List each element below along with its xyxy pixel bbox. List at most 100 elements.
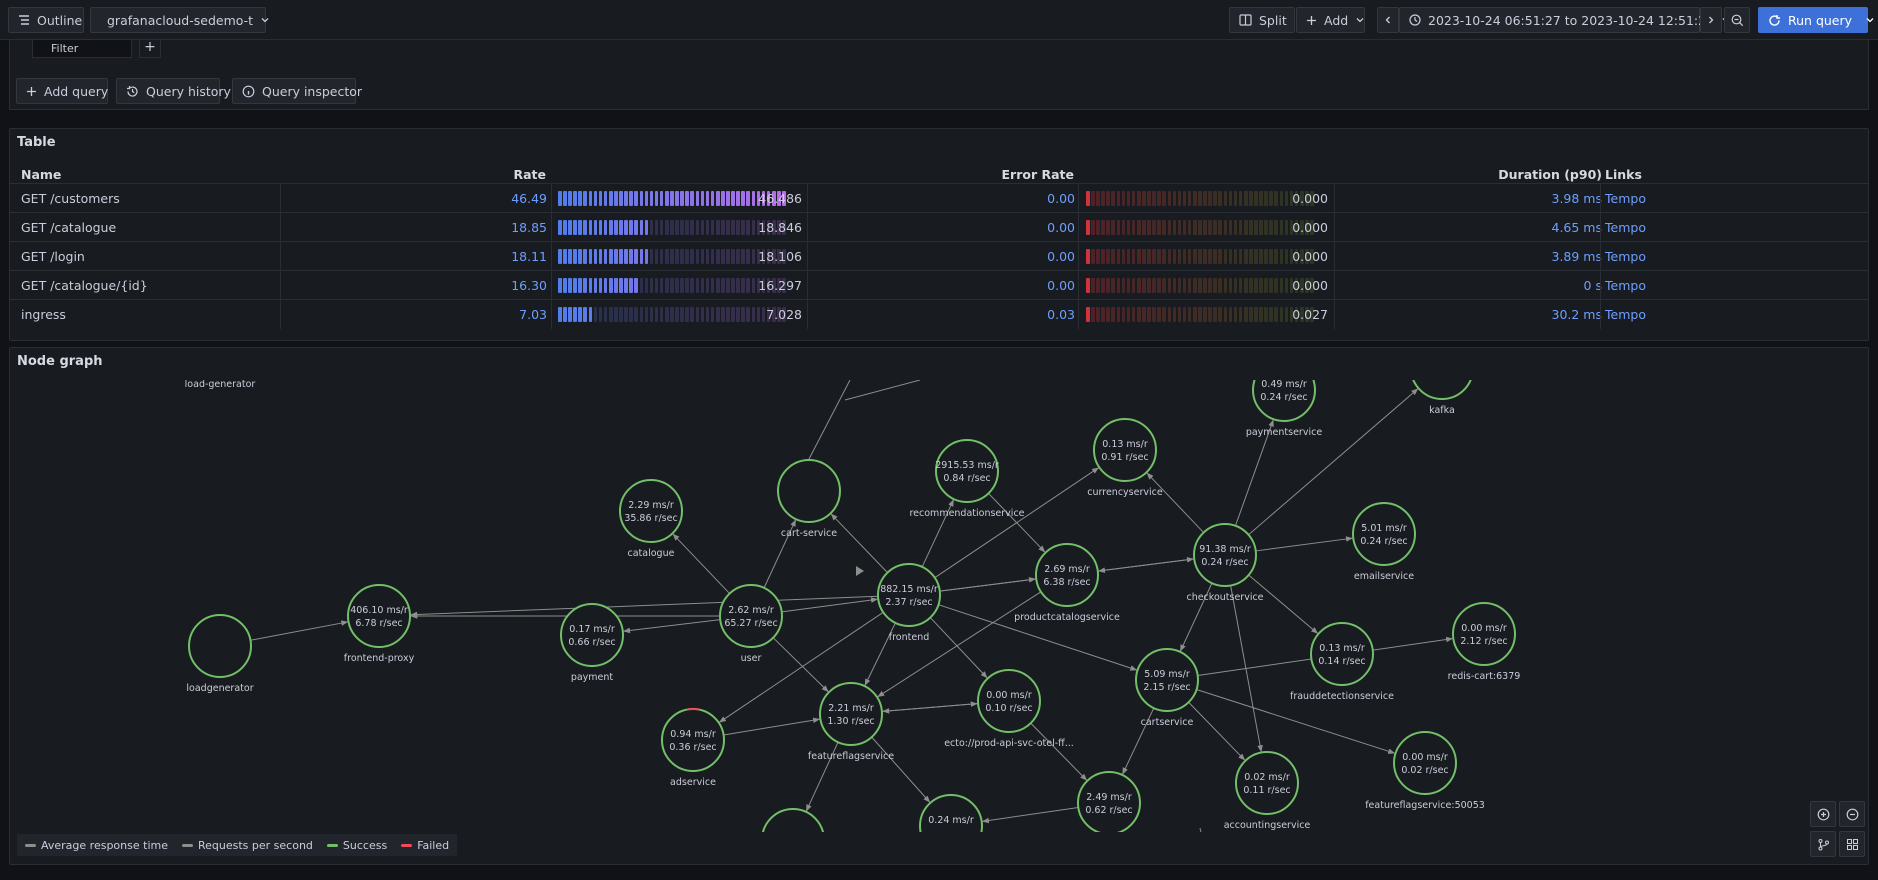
outline-button[interactable]: Outline [8,7,84,33]
node-label: payment [571,672,614,683]
graph-edge[interactable] [938,604,1138,671]
tempo-link[interactable]: Tempo [1605,220,1646,235]
graph-edge[interactable] [723,717,821,736]
header-error-rate[interactable]: Error Rate [1001,167,1075,182]
graph-node[interactable]: 0.00 ms/r0.02 r/secfeatureflagservice:50… [1365,731,1485,811]
filter-field[interactable]: Filter [32,40,132,58]
gauge-segment [726,249,730,264]
query-inspector-button[interactable]: Query inspector [232,78,362,104]
graph-edge[interactable] [623,619,721,634]
graph-edge[interactable] [1248,574,1319,634]
graph-node[interactable]: 0.24 ms/r [919,794,983,832]
datasource-picker[interactable]: grafanacloud-sedemo-t [90,7,269,33]
gauge-segment [573,220,577,235]
run-query-button[interactable]: Run query [1758,7,1874,33]
graph-edge[interactable] [844,380,921,401]
graph-edge[interactable] [877,591,1042,698]
graph-edge[interactable] [1180,582,1213,652]
graph-edge[interactable] [1234,419,1274,526]
time-back-button[interactable] [1377,7,1399,33]
graph-node[interactable]: 0.00 ms/r0.10 r/sececto://prod-api-svc-o… [944,669,1074,749]
gauge-segment [736,249,740,264]
graph-edge[interactable] [410,595,879,618]
tempo-link[interactable]: Tempo [1605,307,1646,322]
graph-edge[interactable] [830,513,888,574]
graph-node[interactable] [762,808,824,832]
gauge-segment [619,249,623,264]
graph-node[interactable]: 2.49 ms/r0.62 r/sec [1077,771,1141,832]
graph-edge[interactable] [1146,472,1204,533]
graph-edge[interactable] [871,736,931,803]
graph-edge[interactable] [981,806,1079,824]
split-button[interactable]: Split [1229,7,1295,33]
graph-edge[interactable] [672,533,730,594]
graph-edge[interactable] [1196,689,1396,754]
graph-edge[interactable] [718,611,884,723]
gauge-segment [680,220,684,235]
grid-view-button[interactable] [1839,831,1865,857]
graph-node[interactable]: loadgenerator [186,614,254,694]
graph-edge[interactable] [1188,701,1246,761]
node-graph-svg[interactable]: load-generator loadgenerator 406.10 ms/r6.… [10,380,1868,832]
graph-edge[interactable] [763,519,796,589]
row-rate: 16.30 [511,278,547,293]
gauge-segment [1254,307,1258,322]
add-filter-button[interactable]: + [139,40,161,58]
row-error-rate: 0.00 [1047,191,1075,206]
graph-edge[interactable] [772,637,829,693]
graph-edge[interactable] [781,597,878,613]
add-query-button[interactable]: Add query [16,78,108,104]
graph-edge[interactable] [929,617,988,679]
graph-edge[interactable] [805,741,839,812]
time-forward-button[interactable] [1700,7,1722,33]
graph-edge[interactable] [1248,388,1419,536]
node-stat-response: 0.24 ms/r [928,815,974,826]
graph-edge[interactable] [864,622,896,686]
graph-edge[interactable] [1255,536,1353,552]
tempo-link[interactable]: Tempo [1605,249,1646,264]
layout-toggle-button[interactable] [1810,831,1836,857]
graph-edge[interactable] [921,499,954,568]
zoom-out-time-button[interactable] [1724,7,1750,33]
graph-edge[interactable] [1030,722,1088,781]
graph-edge[interactable] [1199,827,1205,832]
zoom-out-button[interactable] [1839,801,1865,827]
time-range-picker[interactable]: 2023-10-24 06:51:27 to 2023-10-24 12:51:… [1399,7,1730,33]
header-name[interactable]: Name [21,167,62,182]
graph-edge[interactable] [250,620,349,641]
header-rate[interactable]: Rate [513,167,546,182]
graph-node[interactable]: cart-service [777,459,841,539]
graph-edge[interactable] [1122,707,1155,775]
tempo-link[interactable]: Tempo [1605,191,1646,206]
header-duration[interactable]: Duration (p90) [1498,167,1602,182]
query-history-button[interactable]: Query history [116,78,231,104]
zoom-in-button[interactable] [1810,801,1836,827]
graph-edge[interactable] [808,380,851,460]
graph-edge[interactable] [1098,558,1195,573]
graph-node[interactable]: load-generator [185,380,256,390]
graph-node[interactable]: 2915.53 ms/r0.84 r/secrecommendationserv… [909,439,1025,519]
graph-node[interactable]: kafka [1411,380,1473,416]
add-button[interactable]: Add [1296,7,1365,33]
graph-edge[interactable] [881,701,978,712]
header-links[interactable]: Links [1605,167,1642,182]
graph-edge[interactable] [988,492,1046,553]
tempo-link[interactable]: Tempo [1605,278,1646,293]
